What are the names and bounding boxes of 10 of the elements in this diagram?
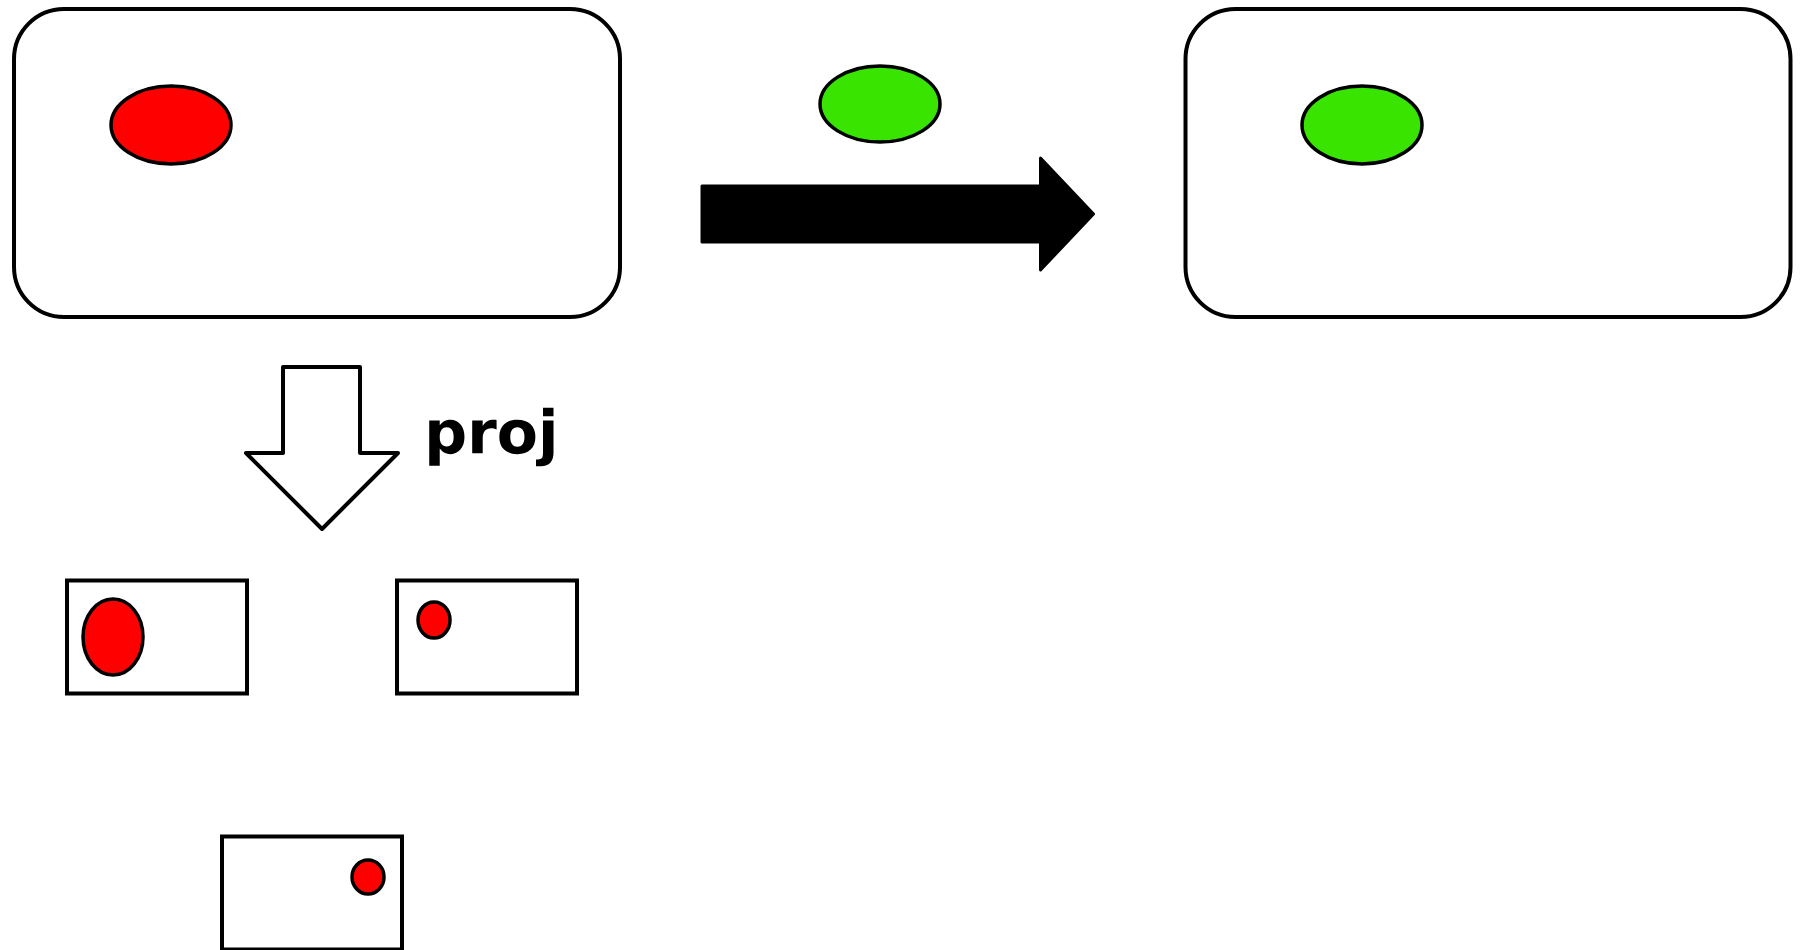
edge-label: proj [429,407,554,467]
rounded-box [12,7,622,319]
ellipse [109,84,233,166]
ellipse [818,64,942,144]
rounded-box [1183,7,1793,319]
ellipse [1300,84,1424,166]
ellipse [81,597,145,677]
rectangle-box [395,578,579,696]
block-arrow [700,156,1095,272]
hollow-arrow [244,365,400,531]
